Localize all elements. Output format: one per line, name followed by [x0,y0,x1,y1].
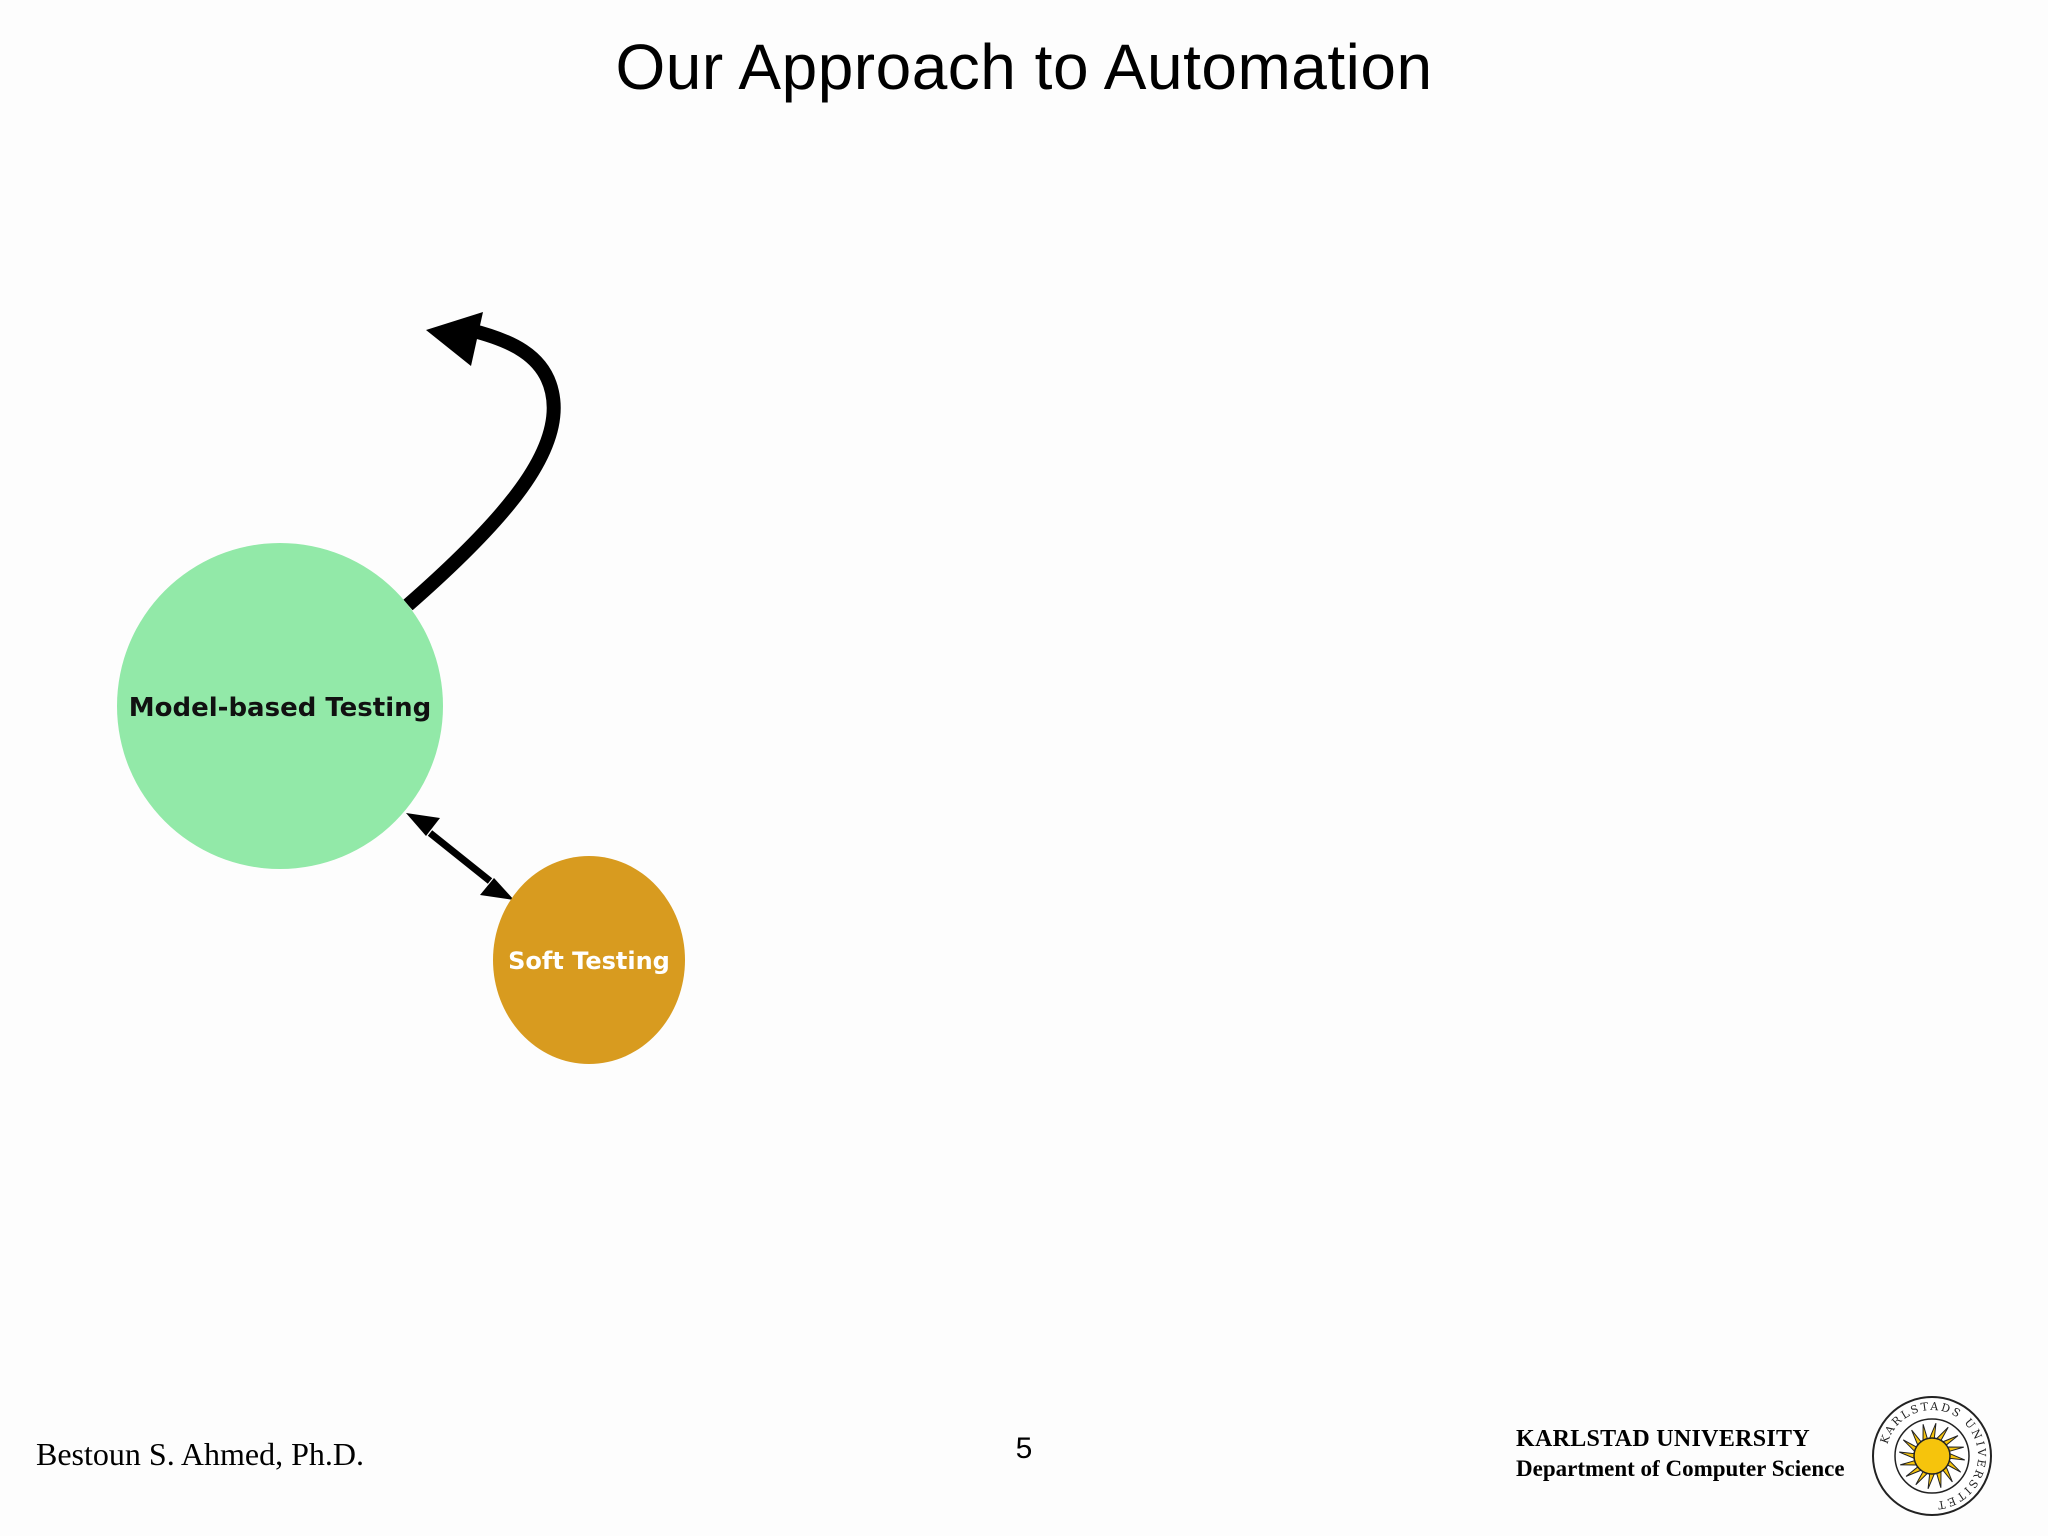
model-based-testing-node [117,543,443,869]
soft-testing-node [493,856,685,1064]
department-name: Department of Computer Science [1516,1456,1845,1481]
university-block: KARLSTAD UNIVERSITY Department of Comput… [1516,1424,1845,1484]
slide-title: Our Approach to Automation [615,31,1433,103]
bidirectional-arrow-shaft [427,830,493,884]
bidirectional-arrow-head-start [406,813,440,836]
sun-center [1913,1437,1951,1475]
author-name: Bestoun S. Ahmed, Ph.D. [36,1436,365,1472]
bidirectional-arrow-head-end [480,878,514,900]
page-number: 5 [1015,1432,1033,1465]
model-based-testing-label: Model-based Testing [129,693,431,723]
university-name: KARLSTAD UNIVERSITY [1516,1426,1810,1452]
curved-arrow-shaft [403,323,561,611]
soft-testing-label: Soft Testing [508,947,670,975]
curved-arrow-head [426,312,483,366]
university-seal-icon: KARLSTADS UNIVERSITET [1872,1396,1992,1516]
